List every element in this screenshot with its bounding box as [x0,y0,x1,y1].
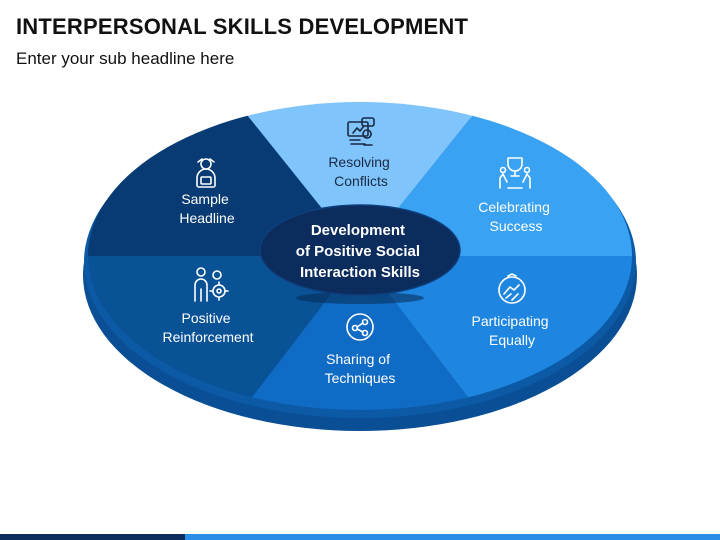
person-laptop-icon [196,158,216,188]
segment-label-sharing-of-techniques: Sharing of Techniques [325,351,396,386]
page-title: INTERPERSONAL SKILLS DEVELOPMENT [16,14,469,39]
person-gears-icon [194,267,229,302]
segment-resolving-conflicts[interactable] [227,90,493,256]
footer-bar [0,534,720,540]
segment-label-participating-equally: Participating Equally [472,313,553,348]
segment-label-resolving-conflicts: Resolving Conflicts [328,154,393,189]
center-shadow [296,292,424,304]
segment-label-positive-reinforcement: Positive Reinforcement [162,310,253,345]
footer-bar-light [185,534,720,540]
segment-sharing-of-techniques[interactable] [227,256,493,430]
segment-label-sample-headline: Sample Headline [179,191,234,226]
center-ellipse [259,204,461,296]
footer-bar-dark [0,534,185,540]
center-label: Development of Positive Social Interacti… [296,222,424,281]
page-subtitle: Enter your sub headline here [16,49,235,68]
computer-chat-icon [347,117,375,146]
share-nodes-icon [346,313,374,341]
segment-label-celebrating-success: Celebrating Success [478,199,554,234]
trophy-people-icon [499,157,531,189]
hands-circle-icon [498,273,526,304]
